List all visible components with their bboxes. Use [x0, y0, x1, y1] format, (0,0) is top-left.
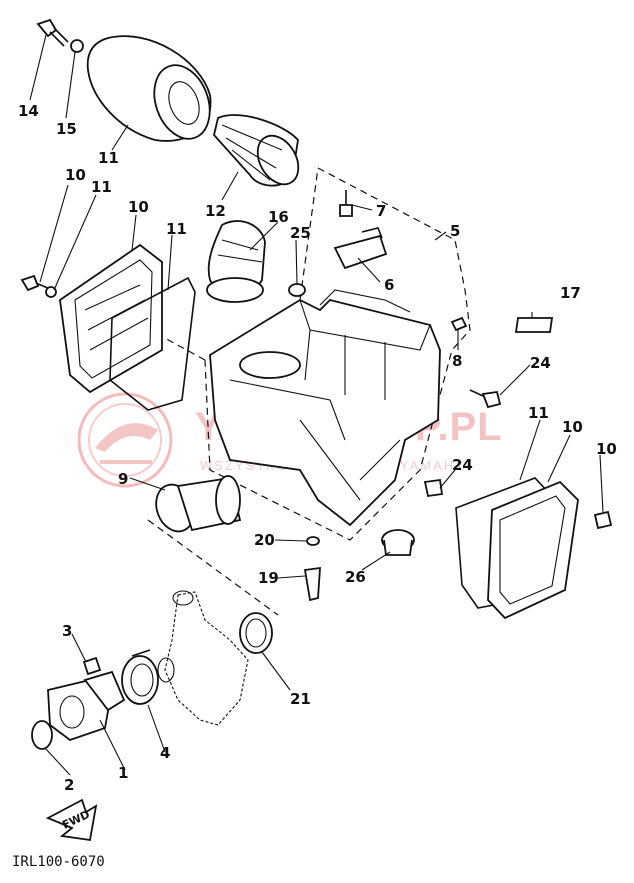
label-part-14: 11 — [91, 178, 112, 196]
part-6-bracket — [333, 227, 388, 270]
part-11-left-gasket — [109, 276, 196, 411]
label-part-5: 5 — [450, 222, 460, 240]
part-23-clamp — [239, 612, 273, 654]
part-9-intake-joint — [155, 475, 242, 533]
label-part-10-left: 10 — [128, 198, 149, 216]
label-part-18: 15 — [56, 120, 77, 138]
part-26-plug — [381, 529, 415, 556]
part-17-bolt — [36, 18, 69, 47]
part-13-bolt — [20, 274, 51, 292]
leader-lines — [29, 34, 604, 776]
label-part-20: 17 — [560, 284, 581, 302]
part-20-pad — [514, 317, 554, 333]
label-part-13: 10 — [65, 166, 86, 184]
part-14-washer — [45, 286, 57, 298]
label-part-7: 7 — [376, 202, 386, 220]
label-part-12: 10 — [596, 440, 617, 458]
label-part-8: 8 — [452, 352, 462, 370]
part-25-grommet — [288, 283, 306, 297]
part-19-joint — [206, 220, 266, 303]
part-10-left-cover — [59, 243, 163, 394]
label-part-26: 26 — [345, 568, 366, 586]
label-part-23: 21 — [290, 690, 311, 708]
label-part-3: 3 — [62, 622, 72, 640]
part-4-clamp — [121, 649, 159, 705]
label-part-21: 19 — [258, 569, 279, 587]
part-3-bolt — [82, 656, 102, 676]
label-part-2: 2 — [64, 776, 74, 794]
part-18-washer — [70, 39, 84, 53]
label-part-15: 11 — [98, 149, 119, 167]
part-2-o-ring — [31, 720, 53, 750]
part-21-drain-plug — [303, 566, 321, 602]
label-part-10-right: 10 — [562, 418, 583, 436]
part-15-air-filter-element — [86, 35, 212, 142]
label-part-9: 9 — [118, 470, 128, 488]
label-part-25: 25 — [290, 224, 311, 242]
label-part-24-upper: 24 — [530, 354, 551, 372]
part-7-screw — [339, 190, 353, 217]
part-1-manifold — [47, 670, 126, 742]
label-part-22: 20 — [254, 531, 275, 549]
label-part-4: 4 — [160, 744, 170, 762]
part-24-bolt-upper — [469, 389, 502, 409]
watermark-logo-icon — [77, 392, 173, 488]
label-part-11-left: 11 — [166, 220, 187, 238]
fwd-arrow-icon: FWD — [45, 798, 98, 842]
label-part-1: 1 — [118, 764, 128, 782]
label-part-17: 14 — [18, 102, 39, 120]
part-22-o-ring — [306, 536, 320, 546]
label-part-19: 16 — [268, 208, 289, 226]
part-8-nut — [450, 316, 468, 332]
part-24-bolt-lower — [423, 478, 444, 498]
label-part-24-lower: 24 — [452, 456, 473, 474]
label-part-16: 12 — [205, 202, 226, 220]
part-labels: 14 15 11 12 10 11 10 11 16 25 7 5 6 17 8… — [18, 102, 617, 794]
part-10-right-cover — [487, 480, 579, 620]
label-part-6: 6 — [384, 276, 394, 294]
part-5-air-filter-case — [209, 289, 441, 527]
carburetor-outline — [157, 590, 249, 726]
part-12-screw — [593, 510, 613, 530]
drawing-code: IRL100-6070 — [12, 854, 105, 870]
label-part-11-right: 11 — [528, 404, 549, 422]
part-16-cone-screen — [213, 114, 300, 187]
